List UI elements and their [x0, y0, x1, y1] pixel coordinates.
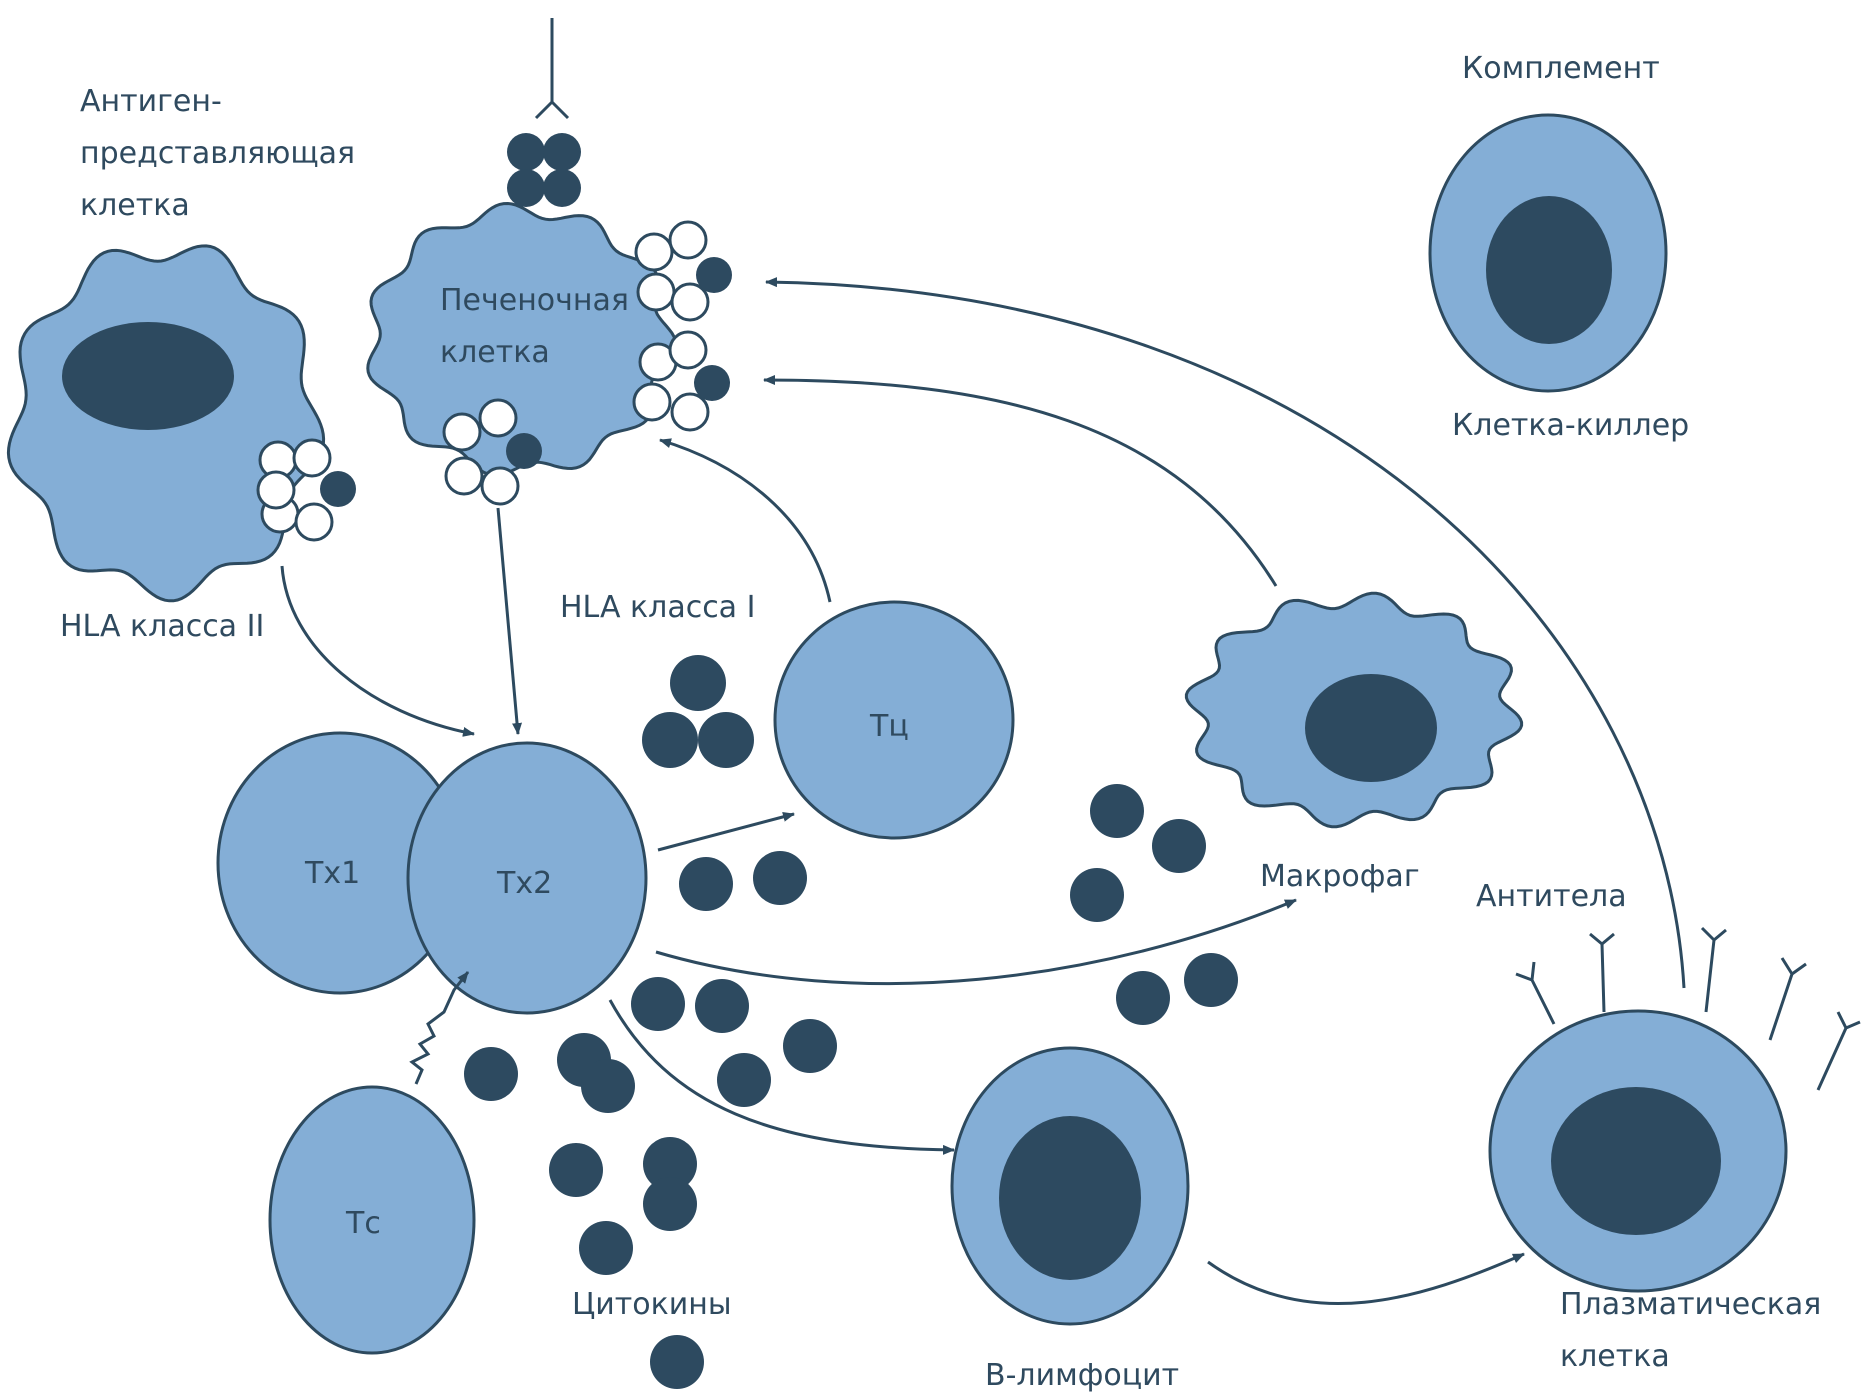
arrow-th2-to-b-lymphocyte [608, 999, 955, 1155]
antigen-presenting-cell [6, 244, 356, 603]
plasma-cell-label-line1: Плазматическая [1560, 1287, 1821, 1322]
cytokine-dots [464, 655, 1238, 1389]
hla-class-ii-label: HLA класса II [60, 609, 264, 644]
arrow-tc-suppression [409, 971, 470, 1085]
killer-cell [1428, 113, 1668, 393]
hepatocyte-label-line1: Печеночная [440, 283, 629, 318]
hepatocyte [366, 18, 732, 506]
complement-label: Комплемент [1462, 51, 1660, 86]
tc-label: Тс [345, 1206, 381, 1241]
plasma-cell-label-line2: клетка [1560, 1339, 1670, 1374]
killer-cell-nucleus [1486, 196, 1612, 344]
cytotoxic-t-cell [773, 600, 1015, 840]
th2-label: Тх2 [496, 866, 552, 901]
antibodies-label: Антитела [1476, 879, 1627, 914]
arrow-plasma-to-hepatocyte [765, 277, 1686, 989]
hepatocyte-hla-complexes [442, 220, 732, 506]
b-lymphocyte [950, 1046, 1190, 1326]
hla-class-ii-complex [256, 438, 356, 542]
arrow-th2-to-tc [657, 811, 795, 852]
th1-label: Тх1 [304, 856, 360, 891]
arrow-th2-to-macrophage [655, 898, 1297, 986]
tc-cell-body [268, 1085, 476, 1355]
antigen-presenting-cell-nucleus [62, 322, 234, 430]
b-lymphocyte-label: В-лимфоцит [985, 1358, 1179, 1393]
cytotoxic-t-cell-body [773, 600, 1015, 840]
macrophage [1184, 591, 1524, 829]
cytotoxic-t-cell-label: Тц [869, 709, 909, 744]
arrow-macrophage-to-hepatocyte [763, 375, 1278, 587]
th2-cell [406, 741, 648, 1015]
tc-cell [268, 1085, 476, 1355]
hepatocyte-label-line2: клетка [440, 335, 550, 370]
hla-class-i-label: HLA класса I [560, 590, 755, 625]
plasma-cell-nucleus [1551, 1087, 1721, 1235]
cytokines-label: Цитокины [572, 1287, 732, 1322]
arrows [280, 277, 1686, 1306]
th2-cell-body [406, 741, 648, 1015]
arrow-hepatocyte-to-th2 [496, 507, 523, 735]
apc-label-line2: представляющая [80, 136, 355, 171]
b-lymphocyte-nucleus [999, 1116, 1141, 1280]
arrow-b-lymphocyte-to-plasma [1207, 1252, 1525, 1306]
arrow-apc-to-th2 [280, 565, 475, 737]
macrophage-nucleus [1305, 674, 1437, 782]
plasma-cell [1488, 926, 1861, 1293]
hepatocyte-body [366, 201, 678, 477]
plasma-cell-antibodies [1515, 926, 1861, 1091]
macrophage-label: Макрофаг [1260, 859, 1420, 894]
arrow-tc-to-hepatocyte [659, 438, 832, 603]
apc-label-line3: клетка [80, 188, 190, 223]
apc-label-line1: Антиген- [80, 84, 222, 119]
killer-cell-label: Клетка-киллер [1452, 408, 1689, 443]
hepatocyte-antibody-receptor [507, 18, 581, 207]
